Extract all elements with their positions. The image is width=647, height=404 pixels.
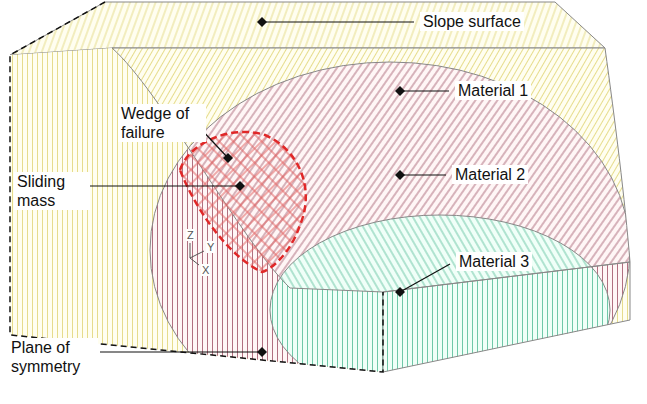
part-label: Slope surface	[420, 12, 524, 31]
material-3-section	[270, 215, 610, 404]
material-3-front	[270, 215, 610, 404]
slope-top-face	[10, 2, 605, 55]
leader-diamonds	[223, 17, 405, 357]
axis-label: X	[201, 264, 210, 276]
part-label: Material 2	[452, 165, 528, 184]
sliding-mass	[180, 132, 306, 272]
material-3-region	[270, 215, 610, 404]
slope-outline	[112, 48, 630, 292]
part-label: Material 1	[455, 81, 531, 100]
material-2-front	[150, 62, 630, 404]
part-label: Wedge of failure	[118, 104, 206, 142]
axis-triad	[190, 243, 204, 265]
symmetry-outline	[10, 2, 383, 372]
part-label: Plane of symmetry	[8, 338, 98, 376]
part-label: Material 3	[456, 252, 532, 271]
front-outline	[383, 262, 630, 372]
material-2-section	[150, 62, 630, 404]
axis-label: Y	[206, 241, 215, 253]
axis-label: Z	[186, 229, 195, 241]
part-label: Sliding mass	[14, 172, 90, 210]
material-2-region	[150, 62, 630, 404]
leader-lines	[82, 22, 450, 352]
